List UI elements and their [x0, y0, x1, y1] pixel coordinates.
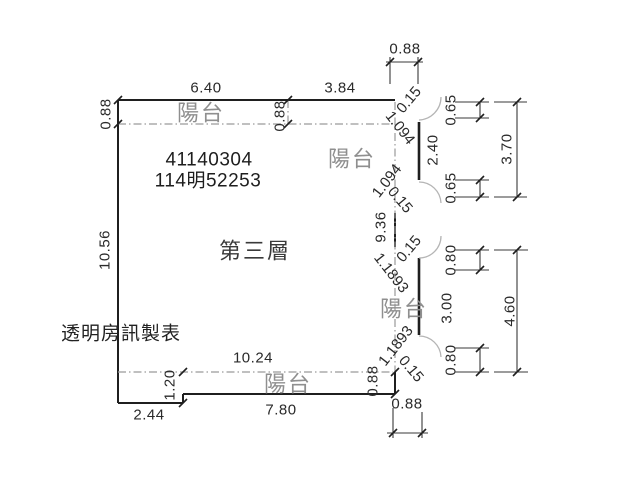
dim-top-right-small: 0.88: [389, 41, 420, 58]
balcony-label-upper-right: 陽台: [328, 147, 376, 172]
dimension-ticks: [113, 57, 522, 438]
door-swing-arcs: [418, 96, 442, 358]
dim-top-width-right: 3.84: [324, 80, 355, 97]
dim-top-width-left: 6.40: [190, 80, 221, 97]
door-arc-4: [418, 335, 442, 358]
dim-bottom-dashed-width: 10.24: [233, 350, 273, 367]
balcony-label-top: 陽台: [177, 101, 225, 126]
dim-left-balcony-depth: 0.88: [98, 98, 115, 129]
door-arc-3: [418, 235, 442, 259]
dim-ur-segment-top: 0.65: [443, 94, 460, 125]
dim-bottom-step: 1.20: [162, 369, 179, 400]
dim-bottom-right-small: 0.88: [391, 396, 422, 413]
dim-r-segment-top: 0.80: [443, 244, 460, 275]
maker-watermark: 透明房訊製表: [61, 323, 181, 345]
dim-mid-balcony-depth: 0.88: [272, 100, 289, 131]
balcony-boundaries: [118, 100, 396, 373]
dim-window1-length: 2.40: [425, 134, 442, 165]
dim-ur-total: 3.70: [499, 133, 516, 164]
dim-left-wall-height: 10.56: [97, 230, 114, 270]
dim-bottom-left-width: 2.44: [133, 407, 164, 424]
dim-wall-thickness-4: 0.15: [395, 352, 427, 385]
floor-label: 第三層: [219, 239, 291, 264]
door-arc-2: [418, 181, 442, 204]
dim-window1-offset-top: 1.094: [382, 108, 419, 148]
case-number: 114明52253: [155, 171, 262, 192]
dim-right-wall-height: 9.36: [373, 211, 390, 242]
balcony-label-right: 陽台: [380, 297, 428, 322]
balcony-label-bottom: 陽台: [264, 372, 312, 397]
dim-window2-length: 3.00: [439, 292, 456, 323]
dim-bottom-wall-width: 7.80: [265, 402, 296, 419]
dim-ur-segment-bottom: 0.65: [443, 172, 460, 203]
dim-r-segment-bottom: 0.80: [443, 344, 460, 375]
registry-number: 41140304: [165, 150, 252, 171]
door-arc-1: [418, 96, 442, 121]
dim-bottom-balcony-depth: 0.88: [365, 365, 382, 396]
wall-outline: [117, 99, 396, 404]
dim-r-total: 4.60: [502, 295, 519, 326]
